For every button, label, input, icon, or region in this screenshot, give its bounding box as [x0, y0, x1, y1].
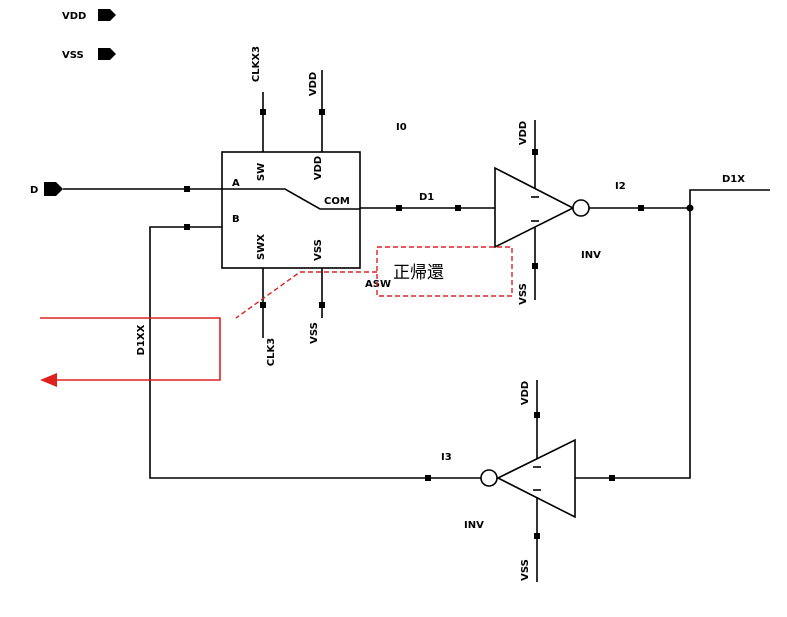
net-d1x-label: D1X	[722, 174, 745, 185]
inverter-i2-triangle	[494, 166, 575, 249]
connection-dot	[260, 109, 266, 115]
global-port-vss-icon	[98, 48, 116, 60]
net-clk3-label: CLK3	[266, 338, 277, 366]
switch-pin-vss-label: VSS	[313, 239, 324, 261]
annotation-leader	[235, 271, 377, 319]
annotation-arrow-path	[40, 317, 221, 381]
switch-pin-b-label: B	[232, 214, 240, 225]
connection-dot	[532, 263, 538, 269]
global-port-vdd-label: VDD	[62, 11, 86, 22]
inverter-i2-vdd-label: VDD	[518, 121, 529, 145]
global-port-vdd-icon	[98, 9, 116, 21]
annotation-box	[376, 246, 513, 297]
connection-dot	[319, 109, 325, 115]
connection-dot	[534, 412, 540, 418]
inverter-i3-cell-label: INV	[464, 520, 484, 531]
input-port-d-icon	[44, 182, 63, 196]
connection-dot	[184, 186, 190, 192]
switch-body	[221, 151, 361, 269]
switch-pin-com-label: COM	[324, 196, 350, 207]
connection-dot	[425, 475, 431, 481]
inverter-i2-instance-label: I2	[615, 181, 626, 192]
connection-dot	[455, 205, 461, 211]
net-clkx3-label: CLKX3	[251, 46, 262, 82]
net-switch-vss-label: VSS	[309, 322, 320, 344]
connection-dot	[260, 302, 266, 308]
inverter-i2-bubble	[572, 199, 590, 217]
switch-instance-label: I0	[396, 122, 407, 133]
inverter-i3-bubble	[480, 469, 498, 487]
connection-dot	[319, 302, 325, 308]
switch-pin-sw-label: SW	[256, 163, 267, 181]
connection-dot	[532, 149, 538, 155]
inverter-i2-vss-label: VSS	[518, 283, 529, 305]
annotation-text: 正帰還	[393, 263, 444, 283]
connection-dot	[609, 475, 615, 481]
arrow-left-icon	[40, 373, 57, 387]
wire-d1x-out	[575, 189, 770, 479]
switch-contact	[222, 188, 360, 210]
net-d1xx-label: D1XX	[136, 324, 147, 355]
connection-dot	[534, 533, 540, 539]
switch-pin-swx-label: SWX	[256, 234, 267, 260]
connection-dot	[638, 205, 644, 211]
switch-pin-vdd-label: VDD	[313, 156, 324, 180]
connection-dot	[184, 224, 190, 230]
inverter-i3-instance-label: I3	[441, 452, 452, 463]
net-d1-label: D1	[419, 192, 434, 203]
input-port-d-label: D	[30, 185, 38, 196]
inverter-i2-cell-label: INV	[581, 250, 601, 261]
connection-dot	[396, 205, 402, 211]
switch-cell-label: ASW	[365, 279, 391, 290]
global-port-vss-label: VSS	[62, 50, 84, 61]
net-switch-vdd-label: VDD	[308, 72, 319, 96]
inverter-i3-vdd-label: VDD	[520, 381, 531, 405]
switch-pin-a-label: A	[232, 178, 240, 189]
inverter-i3-vss-label: VSS	[520, 559, 531, 581]
